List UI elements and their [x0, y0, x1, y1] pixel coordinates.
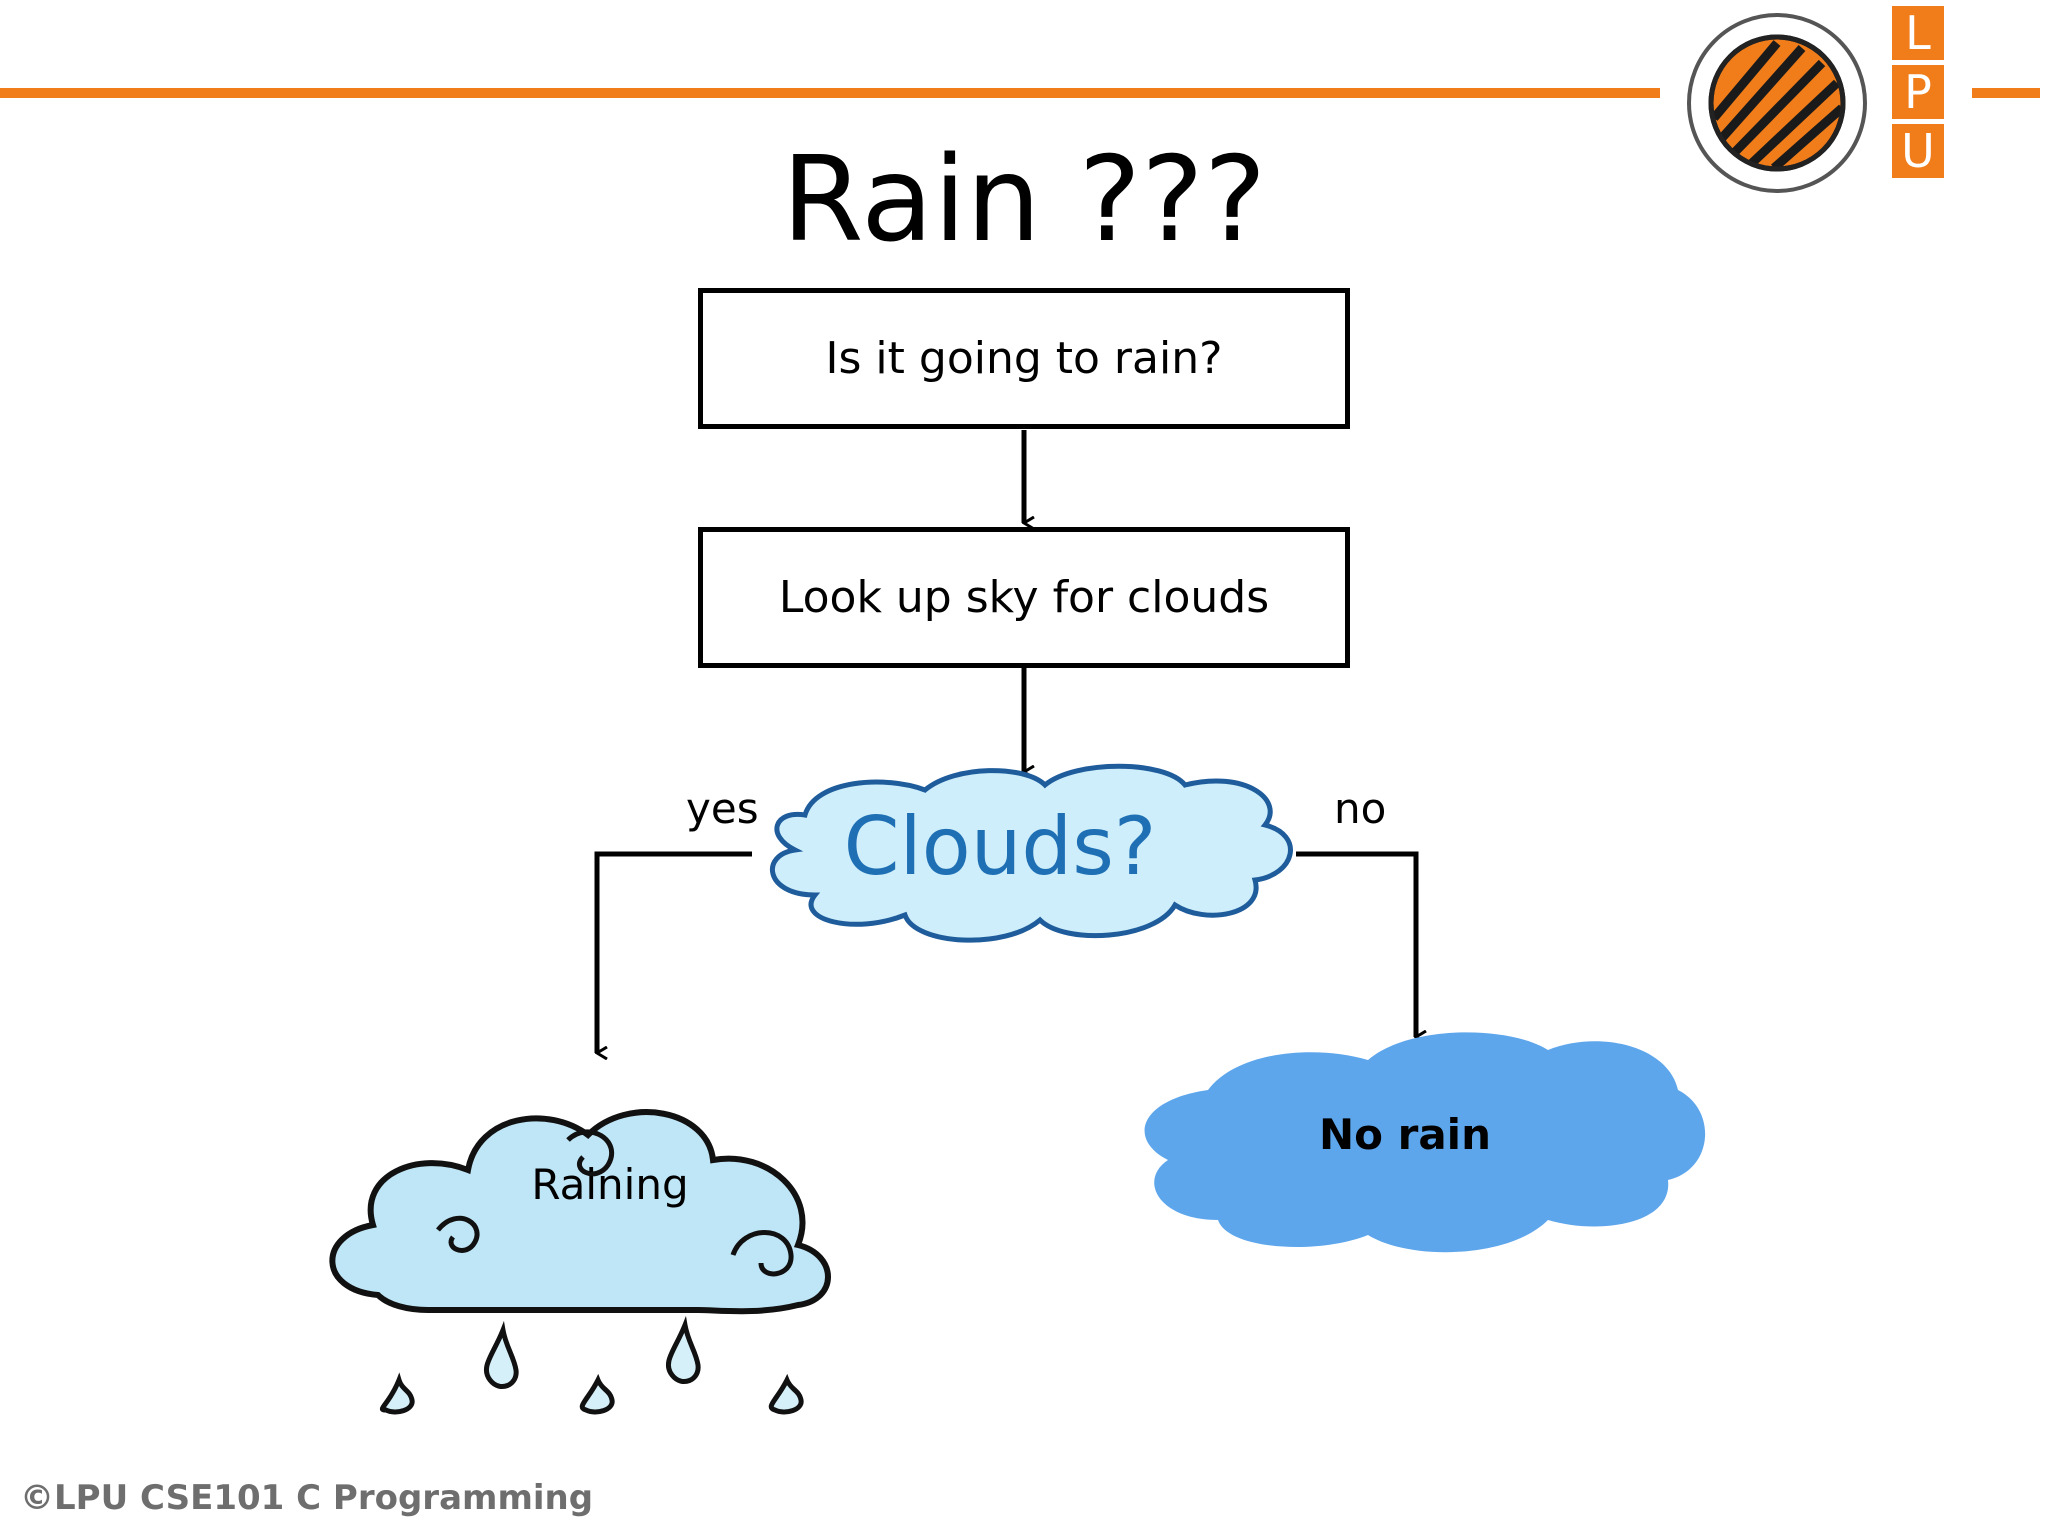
lpu-seal-logo	[1687, 13, 1867, 193]
footer-copyright: ©LPU CSE101 C Programming	[20, 1478, 594, 1518]
arrow-yes-branch	[594, 851, 752, 1053]
no-rain-label: No rain	[1319, 1110, 1491, 1159]
rain-cloud-icon	[329, 1109, 831, 1415]
arrow-no-branch	[1296, 851, 1416, 1037]
logo-letter-l: L	[1892, 6, 1944, 60]
no-rain-cloud-icon	[1144, 1032, 1706, 1253]
slide-title: Rain ???	[781, 130, 1267, 268]
yes-branch-label: yes	[686, 784, 759, 833]
decision-cloud-shape	[769, 763, 1293, 943]
decision-label: Clouds?	[843, 800, 1157, 893]
header-rule	[0, 88, 2040, 98]
process-box-step1: Is it going to rain?	[698, 288, 1350, 429]
process-box-step2: Look up sky for clouds	[698, 527, 1350, 668]
logo-letter-u: U	[1892, 124, 1944, 178]
logo-letter-p: P	[1892, 65, 1944, 119]
no-branch-label: no	[1334, 784, 1387, 833]
raining-label: Raining	[531, 1160, 689, 1209]
